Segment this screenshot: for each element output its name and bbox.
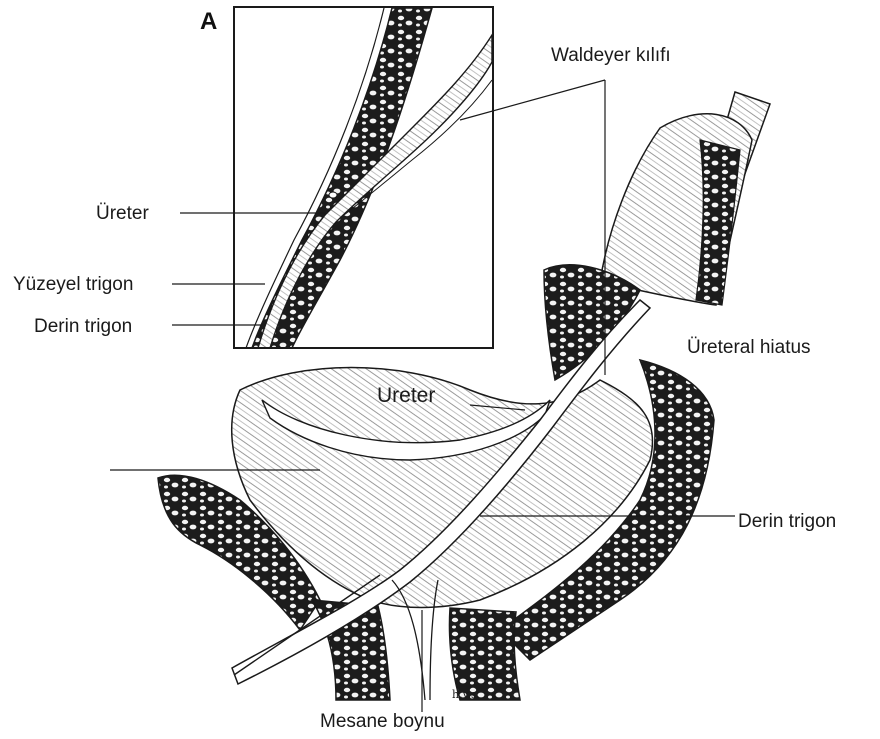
inset-panel <box>234 7 493 348</box>
panel-letter: A <box>200 10 217 34</box>
label-deep-trigone-main: Derin trigon <box>738 512 836 531</box>
label-ureter-main: Ureter <box>377 385 435 406</box>
label-ureter-inset: Üreter <box>96 204 149 223</box>
label-waldeyer-sheath: Waldeyer kılıfı <box>551 46 671 65</box>
artist-signature: h.v.s. <box>452 688 480 701</box>
label-bladder-neck: Mesane boynu <box>320 712 445 731</box>
label-ureteral-hiatus: Üreteral hiatus <box>687 338 811 357</box>
label-superficial-trigone: Yüzeyel trigon <box>13 275 133 294</box>
label-deep-trigone-inset: Derin trigon <box>34 317 132 336</box>
